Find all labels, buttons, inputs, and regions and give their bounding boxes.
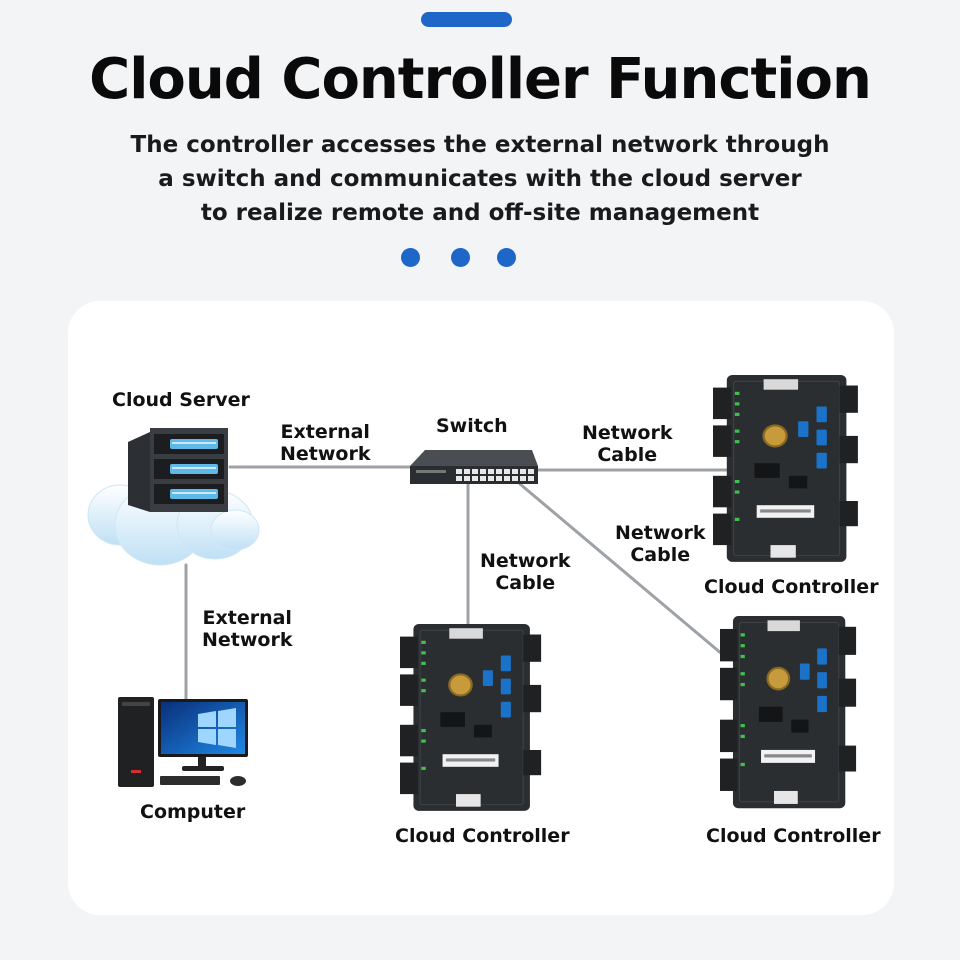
controller-bottom-center-image — [400, 624, 541, 811]
decor-dot — [451, 248, 470, 267]
label-edge-server-switch: External Network — [280, 421, 370, 465]
label-cloud-server: Cloud Server — [112, 389, 250, 411]
edge-label-line: Cable — [630, 544, 691, 566]
label-edge-switch-controller-bottom-center: Network Cable — [480, 550, 570, 594]
decor-dot — [401, 248, 420, 267]
label-computer: Computer — [140, 801, 246, 823]
header-accent-bar — [421, 12, 512, 27]
label-edge-switch-controller-top-right: Network Cable — [582, 422, 672, 466]
switch-icon — [410, 450, 538, 484]
label-controller-bottom-center: Cloud Controller — [395, 825, 570, 847]
edge-label-line: Network — [480, 550, 571, 572]
edge-label-line: Network — [202, 629, 293, 651]
subtitle-line: The controller accesses the external net… — [130, 132, 830, 158]
label-controller-top-right: Cloud Controller — [704, 576, 879, 598]
controller-bottom-right-image — [720, 616, 856, 808]
decor-dot — [497, 248, 516, 267]
label-edge-switch-controller-bottom-right: Network Cable — [615, 522, 705, 566]
link-lines — [184, 465, 730, 702]
label-switch: Switch — [436, 415, 508, 437]
page-title: Cloud Controller Function — [89, 47, 872, 112]
subtitle-line: to realize remote and off-site managemen… — [200, 200, 760, 226]
label-controller-bottom-right: Cloud Controller — [706, 825, 881, 847]
label-edge-server-computer: External Network — [202, 607, 292, 651]
cloud-server-icon — [87, 428, 260, 566]
edge-label-line: Cable — [495, 572, 556, 594]
link-switch-controller-bottom-right — [518, 482, 724, 656]
edge-label-line: Network — [280, 443, 371, 465]
page-subtitle: The controller accesses the external net… — [100, 128, 860, 230]
controller-top-right-image — [713, 375, 858, 562]
edge-label-line: External — [202, 607, 292, 629]
edge-label-line: Network — [582, 422, 673, 444]
edge-label-line: Network — [615, 522, 706, 544]
edge-label-line: Cable — [597, 444, 658, 466]
edge-label-line: External — [280, 421, 370, 443]
subtitle-line: a switch and communicates with the cloud… — [158, 166, 802, 192]
computer-icon — [118, 697, 248, 787]
